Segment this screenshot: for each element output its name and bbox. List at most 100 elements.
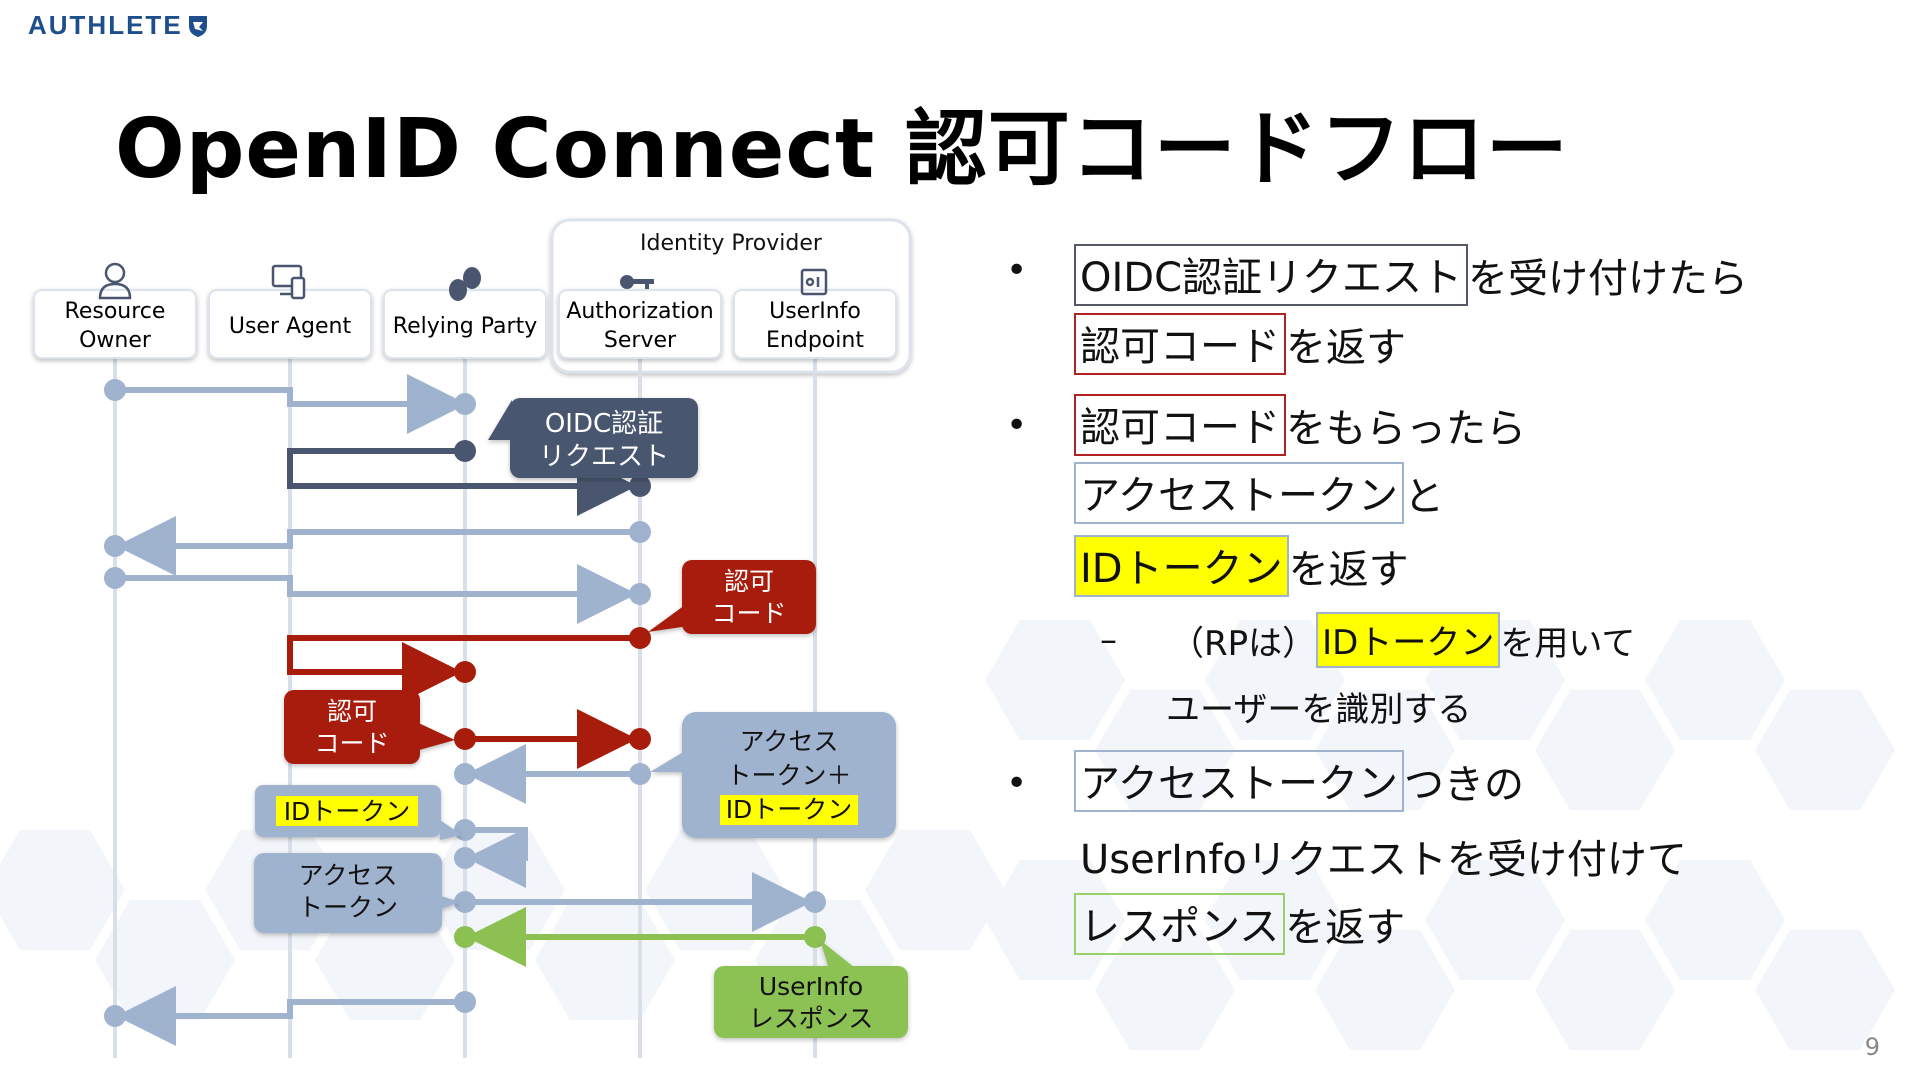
- callout-auth-code-2: [284, 690, 455, 764]
- actor-label: Relying Party: [393, 314, 537, 339]
- authlete-logo: AUTHLETE: [28, 10, 209, 41]
- bullet-3-line-1: アクセストークンつきの: [1074, 750, 1524, 812]
- message-end-dot: [454, 393, 476, 415]
- callout-text: OIDC認証: [545, 409, 663, 439]
- callout-access-token: [254, 853, 460, 933]
- message-end-dot: [629, 728, 651, 750]
- bullet-2-line-1: 認可コードをもらったら: [1074, 394, 1526, 456]
- actor-authorization-server: Authorization Server: [558, 275, 722, 359]
- person-icon: [98, 262, 132, 300]
- message-end-dot: [454, 926, 476, 948]
- callout-text: アクセス: [740, 727, 839, 756]
- message-start-dot: [454, 991, 476, 1013]
- message-end-dot: [629, 475, 651, 497]
- callout-text: IDトークン: [284, 797, 411, 826]
- message-end-dot: [454, 763, 476, 785]
- message-start-dot: [629, 521, 651, 543]
- callout-userinfo-response: [714, 940, 908, 1038]
- text: （RPは）: [1170, 623, 1317, 664]
- logo-text: AUTHLETE: [28, 10, 183, 40]
- actor-label: User Agent: [229, 314, 352, 339]
- actor-resource-owner: Resource Owner: [33, 262, 197, 359]
- callout-text: コード: [314, 729, 389, 758]
- bullet-1-line-1: OIDC認証リクエストを受け付けたら: [1074, 244, 1748, 306]
- actor-user-agent: User Agent: [208, 264, 372, 359]
- boxed-term: アクセストークン: [1074, 462, 1404, 524]
- boxed-term: OIDC認証リクエスト: [1074, 244, 1469, 306]
- bullet-2-line-3: IDトークンを返す: [1074, 535, 1409, 597]
- page-number: 9: [1864, 1033, 1880, 1061]
- bullet-marker: •: [1006, 763, 1028, 804]
- page-title: OpenID Connect 認可コードフロー: [115, 102, 1569, 197]
- message-end-dot: [104, 1005, 126, 1027]
- callout-auth-code-1: [648, 560, 816, 634]
- sub-bullet-line-2: ユーザーを識別する: [1166, 690, 1472, 730]
- bullet-marker: •: [1006, 250, 1028, 291]
- message-auth-code: [287, 635, 640, 702]
- callout-text: 認可: [327, 697, 377, 726]
- text: をもらったら: [1286, 406, 1526, 452]
- message-start-dot: [454, 819, 476, 841]
- message-oidc-request: [287, 448, 637, 516]
- callout-text: コード: [711, 599, 786, 628]
- bullet-2-line-2: アクセストークンと: [1074, 462, 1444, 524]
- text: つきの: [1404, 762, 1524, 808]
- message-end-dot: [454, 661, 476, 683]
- boxed-term: IDトークン: [1074, 535, 1289, 597]
- message-start-dot: [454, 728, 476, 750]
- bullet-marker: •: [1006, 405, 1028, 446]
- actor-relying-party: Relying Party: [383, 267, 547, 359]
- safe-icon: [800, 268, 828, 296]
- sub-bullet-dash: –: [1100, 620, 1117, 660]
- actor-label: Server: [604, 328, 677, 353]
- boxed-term: レスポンス: [1074, 893, 1286, 955]
- message-4: [115, 564, 637, 624]
- message-start-dot: [104, 567, 126, 589]
- text: を返す: [1286, 325, 1406, 371]
- text: を返す: [1285, 905, 1406, 951]
- actor-userinfo-endpoint: UserInfo Endpoint: [733, 268, 897, 359]
- message-1: [115, 374, 467, 434]
- actor-label: Endpoint: [766, 328, 864, 353]
- message-3: [116, 516, 640, 576]
- highlight: [276, 796, 418, 826]
- boxed-term: 認可コード: [1074, 313, 1286, 375]
- text: を用いて: [1500, 623, 1636, 664]
- actor-label: Owner: [79, 328, 152, 353]
- identity-provider-label: Identity Provider: [640, 231, 823, 256]
- message-start-dot: [454, 440, 476, 462]
- callout-text: アクセス: [299, 861, 398, 890]
- message-end-dot: [104, 535, 126, 557]
- text: を受け付けたら: [1468, 256, 1749, 302]
- callout-text: トークン＋: [726, 761, 851, 790]
- sub-bullet-line-1: – （RPは）IDトークンを用いて: [1100, 612, 1635, 668]
- highlight: [720, 795, 858, 825]
- message-start-dot: [104, 379, 126, 401]
- message-start-dot: [629, 763, 651, 785]
- callout-text: トークン: [298, 893, 398, 922]
- message-end-dot: [454, 847, 476, 869]
- text: と: [1404, 474, 1444, 520]
- boxed-term: 認可コード: [1074, 394, 1286, 456]
- callout-text: UserInfo: [759, 972, 863, 1001]
- callout-oidc-request: [488, 398, 698, 478]
- actor-label: Authorization: [566, 299, 713, 324]
- theater-masks-icon: [449, 267, 481, 301]
- message-end-dot: [629, 583, 651, 605]
- bullet-3-line-2: UserInfoリクエストを受け付けて: [1080, 837, 1687, 883]
- text: を返す: [1288, 547, 1409, 593]
- message-11: [116, 986, 465, 1046]
- message-id-token-validation: [465, 827, 528, 888]
- message-end-dot: [804, 891, 826, 913]
- callout-text: 認可: [724, 567, 774, 596]
- actor-label: UserInfo: [769, 299, 861, 324]
- sequence-diagram: Identity Provider Resource Owner User Ag…: [33, 218, 912, 1058]
- lifelines: [113, 358, 817, 1058]
- actor-label: Resource: [65, 299, 166, 324]
- boxed-term: アクセストークン: [1074, 750, 1404, 812]
- message-start-dot: [629, 627, 651, 649]
- key-icon: [620, 275, 654, 289]
- message-start-dot: [804, 926, 826, 948]
- boxed-term: IDトークン: [1316, 612, 1501, 668]
- devices-icon: [271, 264, 306, 300]
